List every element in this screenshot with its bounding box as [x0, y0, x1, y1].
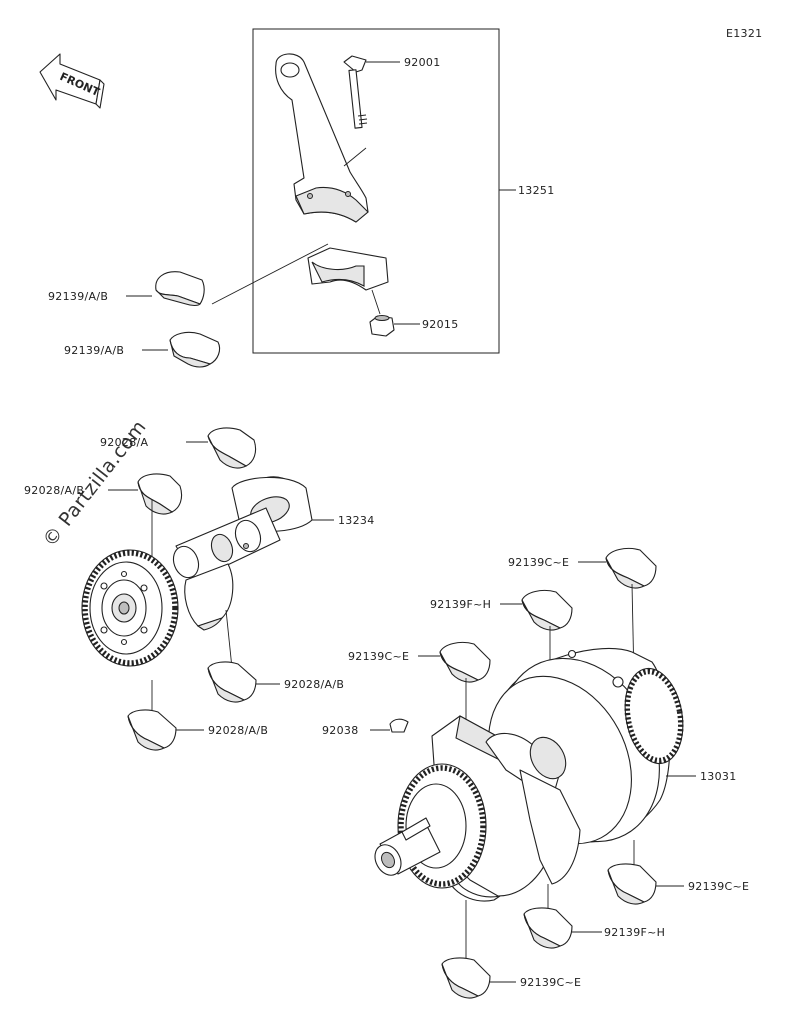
balancer-gear [81, 549, 179, 667]
conrod-cap [307, 247, 389, 291]
label-92139ce-4: 92139C~E [520, 976, 581, 989]
label-92139ab-2: 92139/A/B [64, 344, 124, 357]
label-92139ce-2: 92139C~E [348, 650, 409, 663]
rod-bearing-lower [169, 331, 221, 368]
conrod-bolt [343, 55, 368, 129]
label-92038: 92038 [322, 724, 359, 737]
woodruff-key [389, 718, 409, 733]
conrod-nut [369, 315, 395, 337]
label-92139fh-1: 92139F~H [430, 598, 491, 611]
main-bearing-lower-2 [523, 907, 573, 949]
crankshaft [374, 647, 684, 902]
label-92028ab-3: 92028/A/B [208, 724, 268, 737]
label-92028ab-2: 92028/A/B [284, 678, 344, 691]
label-92001: 92001 [404, 56, 441, 69]
conrod-assembly-frame [252, 28, 500, 354]
balancer-bearing-upper-a [207, 427, 257, 469]
label-92028ab-1: 92028/A/B [24, 484, 84, 497]
main-bearing-lower-3 [441, 957, 491, 999]
main-bearing-lower-1 [607, 863, 657, 905]
label-92139ce-3: 92139C~E [688, 880, 749, 893]
connecting-rod [275, 53, 369, 223]
balancer-bearing-upper-b [137, 473, 183, 515]
label-92028a: 92028/A [100, 436, 148, 449]
label-13031: 13031 [700, 770, 737, 783]
main-bearing-upper-1 [605, 547, 657, 589]
main-bearing-upper-3 [439, 641, 491, 683]
label-92139ce-1: 92139C~E [508, 556, 569, 569]
label-92015: 92015 [422, 318, 459, 331]
label-92139fh-2: 92139F~H [604, 926, 665, 939]
main-bearing-upper-2 [521, 589, 573, 631]
balancer-bearing-lower-b [127, 709, 177, 751]
balancer-shaft [172, 476, 313, 631]
label-13234: 13234 [338, 514, 375, 527]
label-92139ab-1: 92139/A/B [48, 290, 108, 303]
front-arrow-icon: FRONT [39, 53, 105, 109]
rod-bearing-upper [155, 271, 205, 307]
balancer-bearing-lower-a [207, 661, 257, 703]
label-13251: 13251 [518, 184, 555, 197]
diagram-code: E1321 [726, 27, 762, 40]
